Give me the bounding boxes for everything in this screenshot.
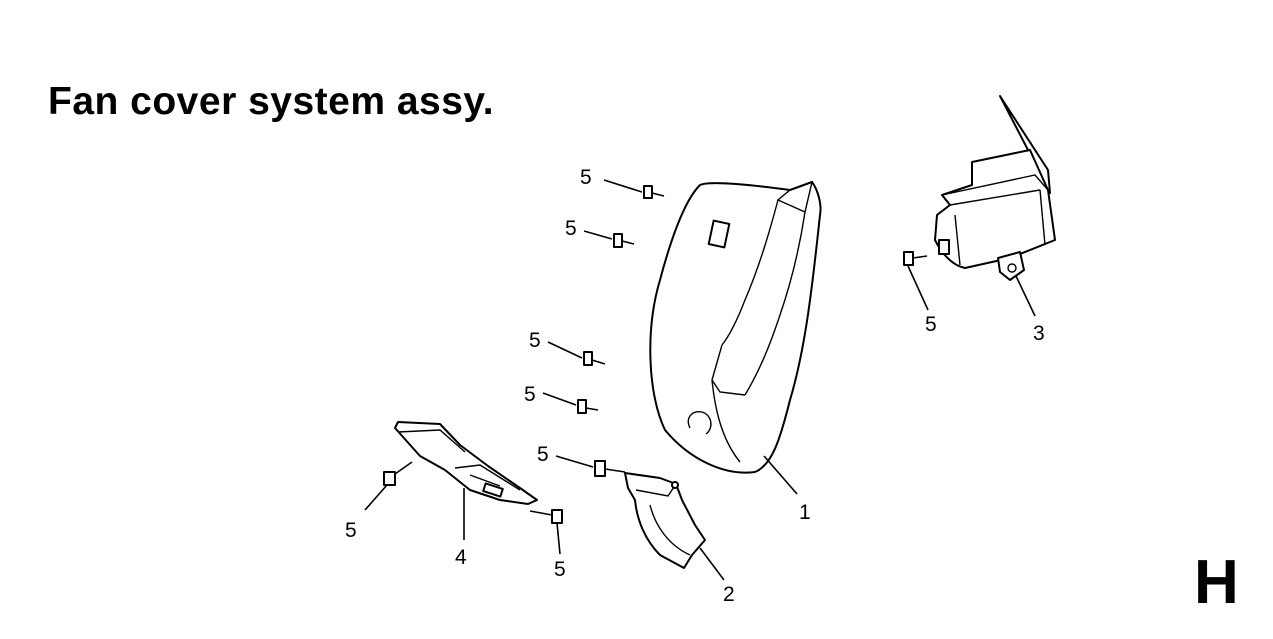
screw-6 — [903, 251, 928, 266]
callout-plate: 4 — [455, 546, 467, 569]
screw-2 — [613, 233, 635, 248]
screw-7 — [383, 461, 413, 486]
callout-bracket: 3 — [1033, 322, 1045, 345]
callout-screw-8: 5 — [554, 558, 566, 581]
plate-part — [394, 421, 538, 505]
callout-screw-7: 5 — [345, 519, 357, 542]
callout-fan-cover: 1 — [799, 501, 811, 524]
bracket-part — [934, 95, 1056, 281]
callout-screw-6: 5 — [925, 313, 937, 336]
shroud-part — [624, 472, 706, 569]
callout-screw-5: 5 — [537, 443, 549, 466]
callout-screw-2: 5 — [565, 217, 577, 240]
screw-8 — [529, 509, 563, 524]
fan-cover-part — [649, 180, 822, 474]
leader-lines — [364, 179, 1036, 581]
diagram-title: Fan cover system assy. — [48, 80, 495, 123]
callout-screw-3: 5 — [529, 329, 541, 352]
screw-5 — [594, 460, 626, 477]
callout-screw-1: 5 — [580, 166, 592, 189]
screw-4 — [577, 399, 599, 414]
screw-3 — [583, 351, 606, 366]
callout-shroud: 2 — [723, 583, 735, 606]
screw-1 — [643, 185, 665, 199]
section-letter: H — [1194, 548, 1239, 617]
callout-screw-4: 5 — [524, 383, 536, 406]
